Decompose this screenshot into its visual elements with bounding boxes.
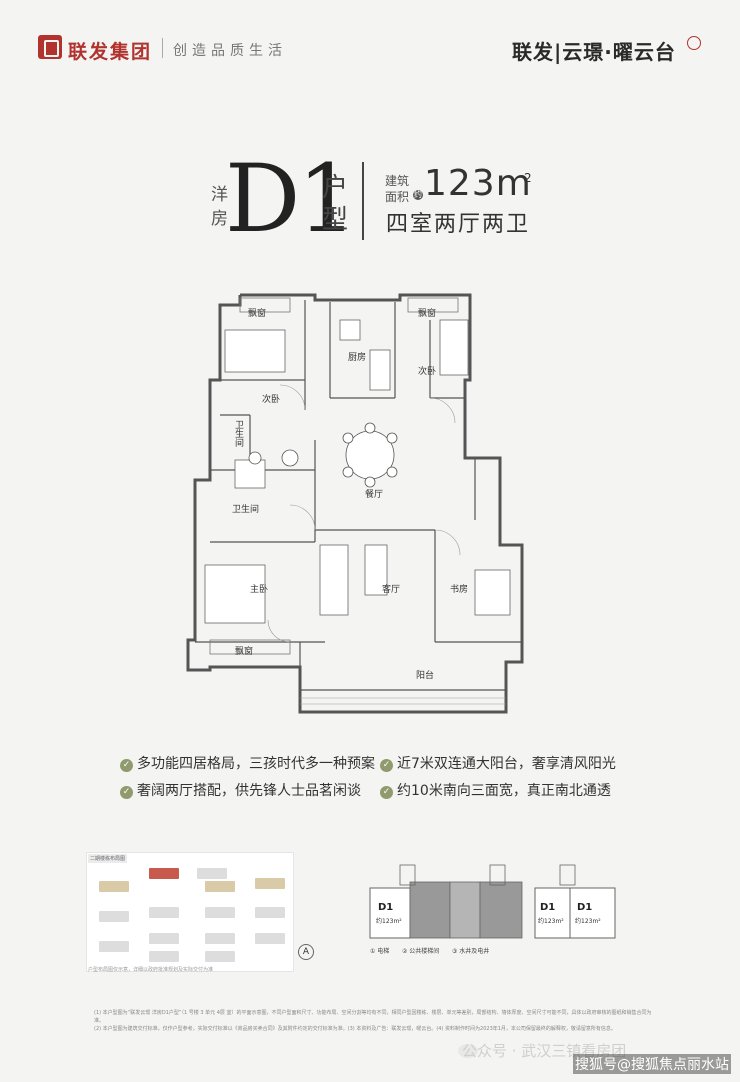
wechat-icon (458, 1044, 478, 1058)
bay-window-label-3: 飘窗 (235, 647, 254, 657)
feature-text: 奢阔两厅搭配，供先锋人士品茗闲谈 (137, 783, 361, 799)
check-icon: ✓ (380, 759, 393, 772)
living-room-label: 客厅 (382, 585, 401, 595)
brand-name: 联发集团 (68, 41, 153, 63)
floor-plan-drawing (186, 293, 524, 714)
approx-badge: 约 (413, 190, 423, 200)
building-block (205, 951, 235, 962)
bay-window-label-1: 飘窗 (248, 309, 267, 319)
project-seal-icon (687, 36, 701, 50)
building-block (149, 951, 179, 962)
building-block (99, 881, 129, 892)
second-bedroom-label-1: 次卧 (262, 395, 281, 405)
feature-text: 多功能四居格局，三孩时代多一种预案 (137, 756, 375, 772)
site-plan (86, 852, 294, 972)
building-block (205, 881, 235, 892)
site-plan-tag: 二期楼栋布局图 (88, 854, 128, 863)
feature-text: 近7米双连通大阳台，奢享清风阳光 (397, 756, 616, 772)
check-icon: ✓ (120, 759, 133, 772)
bay-window-label-2: 飘窗 (418, 309, 437, 319)
north-arrow-icon: A (298, 944, 314, 960)
key-plan: D1 约123m² D1 约123m² D1 约123m² ① 电梯 ② 公共楼… (360, 860, 650, 955)
footnote-line-2: (2) 本户型图为建筑交付标准，仅作户型参考，实际交付标准以《商品房买卖合同》及… (94, 1026, 616, 1032)
feature-text: 约10米南向三面宽，真正南北通透 (397, 783, 611, 799)
title-divider (362, 162, 364, 240)
area-label: 建筑面积 (385, 174, 410, 204)
building-block (99, 941, 129, 952)
footnotes: (1) 本户型图为“联发云璟 洋房D1户型”（1 号楼 3 单元 4层 室）的平… (94, 1009, 654, 1033)
header-divider (162, 38, 163, 58)
building-block (255, 933, 285, 944)
watermark-sohu: 搜狐号@搜狐焦点丽水站 (573, 1054, 731, 1074)
key-unit-code-1: D1 (378, 902, 394, 913)
building-block (99, 911, 129, 922)
key-unit-code-2: D1 (540, 902, 556, 913)
master-bedroom-label: 主卧 (250, 585, 269, 595)
building-block (205, 907, 235, 918)
unit-code: D1 (225, 145, 357, 254)
brand-logo-icon (38, 35, 62, 59)
second-bedroom-label-2: 次卧 (418, 367, 437, 377)
unit-suffix: 户型 (322, 173, 349, 235)
legend-item-shaft: ③ 水井及电井 (452, 948, 490, 955)
feature-2: ✓ 近7米双连通大阳台，奢享清风阳光 (380, 753, 616, 773)
area-unit-sup: 2 (524, 171, 532, 185)
study-label: 书房 (450, 585, 469, 595)
site-plan-note: 户型布局图仅示意，详细以政府批准规划及实际交付为准 (88, 967, 214, 973)
kitchen-label: 厨房 (348, 353, 367, 363)
layout-summary: 四室两厅两卫 (386, 212, 531, 237)
project-name: 联发|云璟·曜云台 (512, 40, 676, 64)
balcony-label: 阳台 (416, 671, 435, 681)
building-block (255, 907, 285, 918)
building-block (149, 907, 179, 918)
bathroom-label-2: 卫生间 (232, 505, 260, 515)
key-plan-drawing (369, 864, 616, 939)
building-block (197, 868, 227, 879)
key-unit-area-3: 约123m² (575, 918, 601, 925)
key-unit-area-1: 约123m² (376, 918, 402, 925)
check-icon: ✓ (380, 786, 393, 799)
dining-label: 餐厅 (365, 490, 384, 500)
feature-3: ✓ 奢阔两厅搭配，供先锋人士品茗闲谈 (120, 780, 361, 800)
legend-item-elevator: ① 电梯 (370, 948, 390, 955)
key-unit-area-2: 约123m² (538, 918, 564, 925)
legend-item-stairs: ② 公共楼梯间 (402, 948, 440, 955)
brand-slogan: 创造品质生活 (173, 43, 287, 59)
unit-style-prefix: 洋房 (211, 185, 228, 229)
check-icon: ✓ (120, 786, 133, 799)
building-block (255, 878, 285, 889)
feature-4: ✓ 约10米南向三面宽，真正南北通透 (380, 780, 611, 800)
floor-plan: 飘窗 飘窗 厨房 次卧 次卧 卫生间 卫生间 餐厅 主卧 客厅 书房 飘窗 阳台 (180, 280, 560, 720)
building-block (205, 933, 235, 944)
building-block (149, 933, 179, 944)
footnote-line-1: (1) 本户型图为“联发云璟 洋房D1户型”（1 号楼 3 单元 4层 室）的平… (94, 1010, 652, 1024)
area-value: 123m (424, 163, 532, 204)
feature-1: ✓ 多功能四居格局，三孩时代多一种预案 (120, 753, 375, 773)
bathroom-label-1: 卫生间 (233, 420, 243, 447)
building-block-highlight (149, 868, 179, 879)
key-unit-code-3: D1 (577, 902, 593, 913)
